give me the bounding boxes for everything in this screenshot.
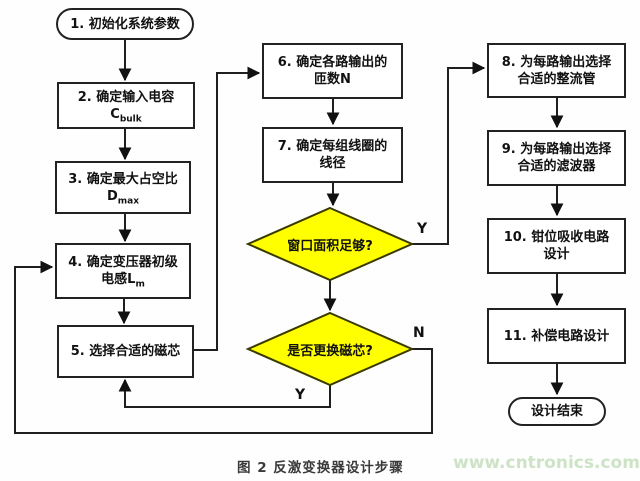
node-11-compensation-design: 11. 补偿电路设计 — [487, 308, 626, 364]
site-watermark: www.cntronics.com — [453, 453, 640, 473]
edge-d2-yes-to-5 — [118, 378, 331, 408]
node-label-line1: 8. 为每路输出选择 — [501, 54, 612, 70]
node-label-line2: 线径 — [319, 156, 346, 171]
formula-base: D — [106, 188, 118, 204]
node-label: 11. 补偿电路设计 — [503, 328, 610, 344]
node-7-wire-diameter: 7. 确定每组线圈的 线径 — [262, 127, 403, 183]
node-label-line2: 匝数N — [314, 72, 351, 87]
node-label: 设计结束 — [530, 404, 583, 419]
node-6-output-turns: 6. 确定各路输出的 匝数N — [262, 43, 403, 99]
node-label-line2: 设计 — [543, 247, 570, 262]
node-8-select-rectifier: 8. 为每路输出选择 合适的整流管 — [487, 43, 626, 98]
node-label-line1: 4. 确定变压器初级 — [68, 255, 178, 270]
formula-subscript: bulk — [119, 114, 142, 125]
node-label-line2: 合适的滤波器 — [517, 159, 596, 174]
node-label-line1: 10. 钳位吸收电路 — [503, 230, 610, 245]
formula-base: L — [127, 272, 136, 287]
branch-label-d1-yes: Y — [417, 221, 428, 237]
node-start-init-system-params: 1. 初始化系统参数 — [56, 8, 194, 40]
branch-label-d2-yes: Y — [295, 387, 306, 403]
node-label-line1: 7. 确定每组线圈的 — [277, 139, 388, 154]
decision-replace-core-label: 是否更换磁芯? — [287, 343, 373, 359]
node-4-primary-inductance: 4. 确定变压器初级 电感Lm — [55, 243, 191, 299]
node-9-select-filter: 9. 为每路输出选择 合适的滤波器 — [487, 130, 626, 186]
node-2-input-capacitance: 2. 确定输入电容 Cbulk — [57, 82, 195, 129]
formula-subscript: m — [135, 279, 145, 290]
node-label-line1: 2. 确定输入电容 — [77, 89, 175, 105]
node-3-max-duty-cycle: 3. 确定最大占空比 Dmax — [55, 161, 191, 214]
line2-prefix: 电感 — [101, 272, 128, 287]
node-label: 5. 选择合适的磁芯 — [70, 344, 181, 359]
formula-base: C — [110, 106, 120, 122]
node-10-clamp-snubber-design: 10. 钳位吸收电路 设计 — [487, 218, 626, 274]
figure-caption: 图 2 反激变换器设计步骤 — [237, 460, 404, 476]
node-end-design-complete: 设计结束 — [508, 397, 606, 426]
node-label-line1: 3. 确定最大占空比 — [68, 171, 178, 187]
edge-d2-no-to-4 — [14, 260, 433, 434]
node-5-select-core: 5. 选择合适的磁芯 — [57, 325, 194, 378]
node-label-line1: 9. 为每路输出选择 — [501, 142, 612, 157]
node-label-line1: 6. 确定各路输出的 — [277, 55, 388, 70]
edge-5-to-6 — [193, 66, 261, 351]
node-label: 1. 初始化系统参数 — [70, 16, 180, 32]
decision-replace-core-shape — [245, 311, 415, 387]
node-label-line2: 合适的整流管 — [517, 71, 596, 87]
edge-d1-yes-to-8 — [412, 61, 486, 245]
formula-subscript: max — [117, 196, 140, 207]
branch-label-d2-no: N — [413, 325, 425, 341]
decision-window-area-shape — [245, 206, 415, 282]
decision-window-area-label: 窗口面积足够? — [287, 238, 373, 254]
node-label-formula: Dmax — [106, 188, 140, 207]
node-label-line2: 电感Lm — [101, 271, 145, 290]
node-label-formula: Cbulk — [110, 106, 142, 125]
